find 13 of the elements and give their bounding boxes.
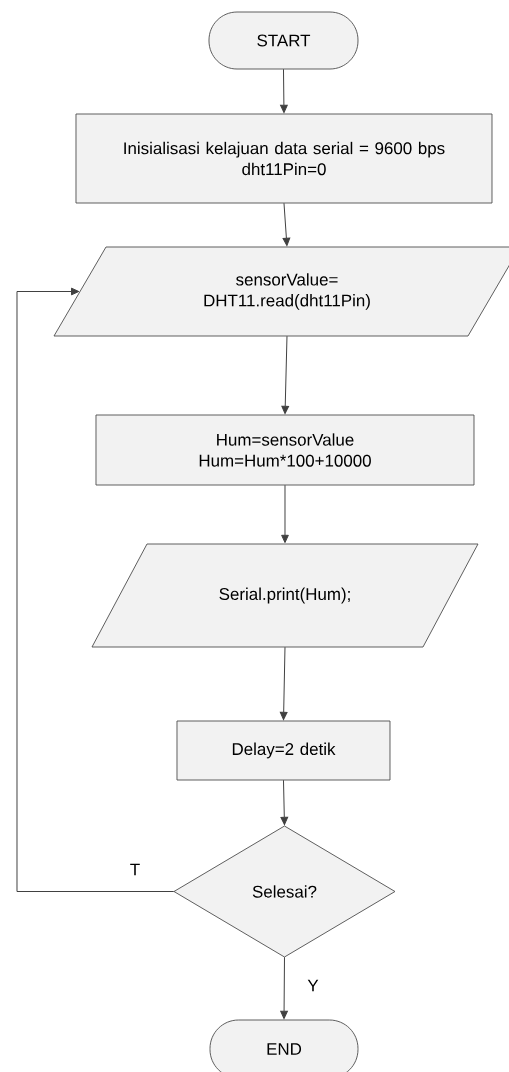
process-box: Inisialisasi kelajuan data serial = 9600 bps dht11Pin=0	[75, 113, 493, 204]
arrow	[281, 484, 289, 544]
arrow	[281, 335, 290, 415]
process-box: Hum=sensorValue Hum=Hum*100+10000	[95, 414, 475, 486]
process-box: Delay=2 detik	[176, 720, 391, 781]
arrow	[279, 646, 288, 721]
arrow	[280, 956, 288, 1020]
arrow	[282, 202, 291, 247]
edge-label: T	[128, 862, 142, 877]
arrow	[280, 68, 288, 114]
arrow	[16, 287, 175, 892]
edge-label: Y	[306, 978, 320, 993]
arrow	[280, 779, 289, 826]
